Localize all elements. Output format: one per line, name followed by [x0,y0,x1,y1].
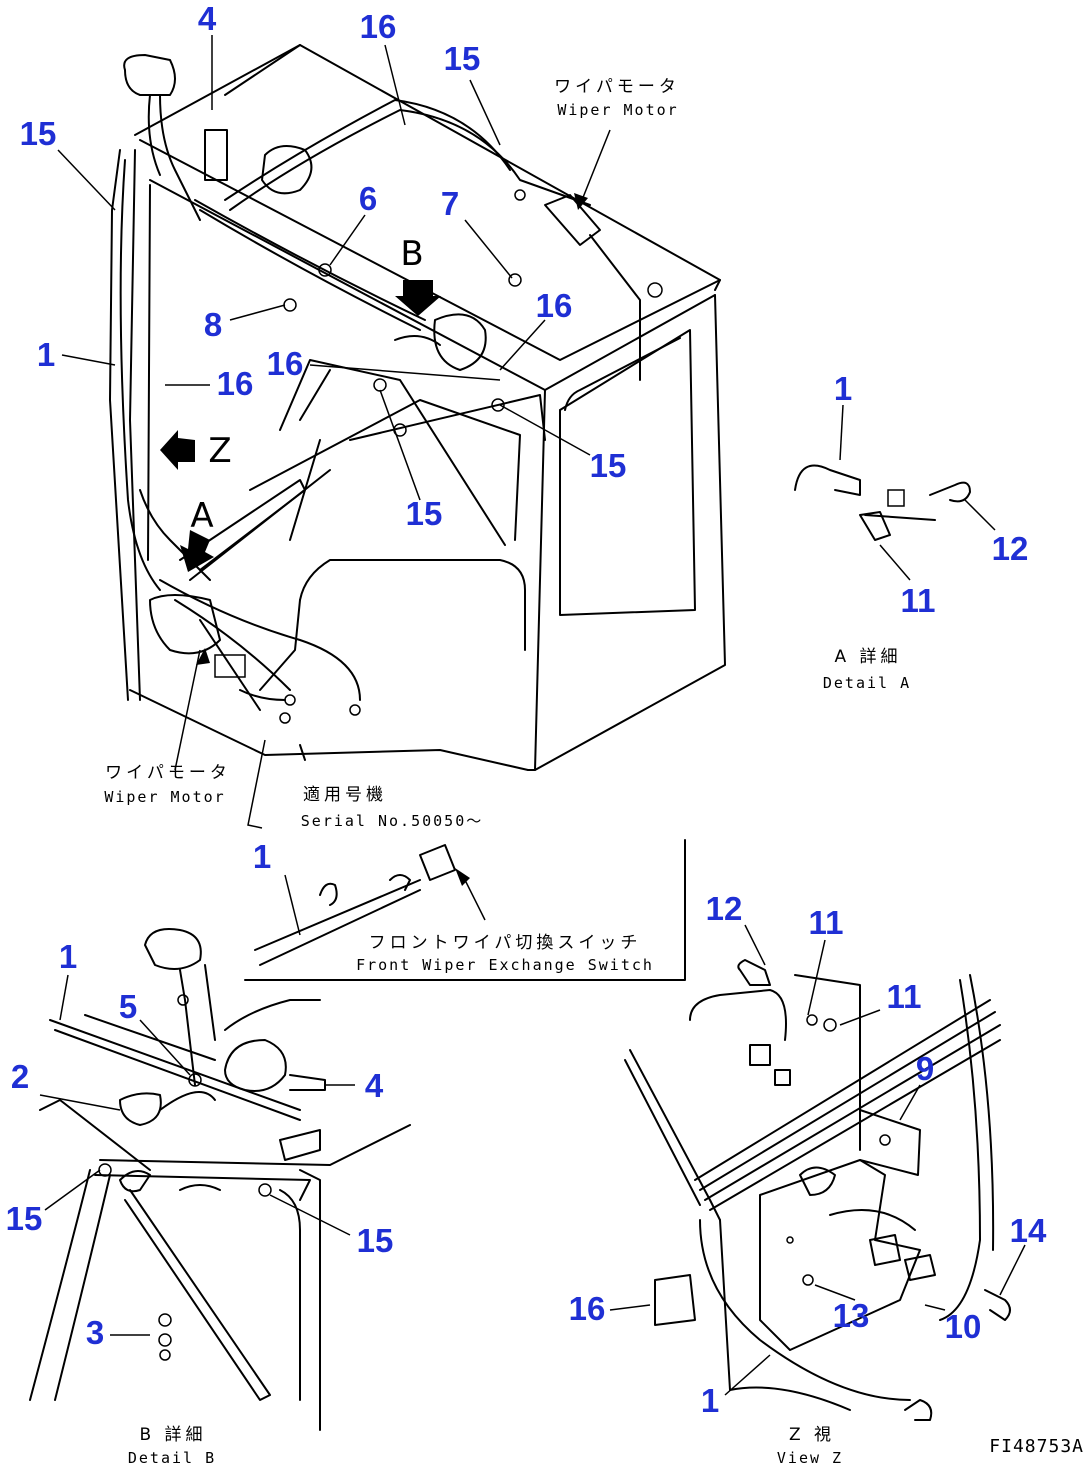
detail-b-en: Detail B [128,1449,216,1467]
callout-view-z-1: 1 [701,1382,719,1419]
serial-en: Serial No.50050～ [301,812,483,830]
callout-m16c: 16 [217,365,254,402]
view-letter-z: Z [208,431,231,471]
detail-a [794,404,996,581]
callout-switch-1: 1 [253,838,271,875]
switch-en: Front Wiper Exchange Switch [356,956,654,974]
wiper-motor-top-jp: ワイパモータ [554,77,680,97]
view-z-arrow [160,430,195,470]
callout-m15a: 15 [444,40,481,77]
callout-detail-b-3: 3 [86,1314,104,1351]
serial-frame [244,839,686,981]
callout-detail-a-12: 12 [992,530,1029,567]
view-letter-a: A [190,496,213,536]
callout-view-z-11b: 11 [887,978,922,1015]
callout-view-z-12: 12 [706,890,743,927]
callout-detail-b-1: 1 [59,938,77,975]
callout-view-z-10: 10 [945,1308,982,1345]
switch-jp: フロントワイパ切換スイッチ [369,933,642,953]
callout-detail-a-1: 1 [834,370,852,407]
wiper-motor-left-en: Wiper Motor [104,788,225,806]
callout-view-z-11a: 11 [809,904,844,941]
switch-harness [254,844,486,966]
wiper-motor-left-jp: ワイパモータ [105,763,231,783]
callout-view-z-9: 9 [916,1050,934,1087]
callout-view-z-13: 13 [833,1297,870,1334]
callout-view-z-14: 14 [1010,1212,1047,1249]
callout-m8: 8 [204,306,222,343]
detail-b [29,928,411,1431]
callout-m1a: 1 [37,336,55,373]
view-z [609,924,1026,1421]
callout-detail-b-15b: 15 [357,1222,394,1259]
callout-detail-b-2: 2 [11,1058,29,1095]
view-letter-b: B [400,234,423,274]
text-labels: ワイパモータ Wiper Motor ワイパモータ Wiper Motor 適用… [104,77,1084,1467]
callout-m16a: 16 [360,8,397,45]
callout-detail-b-5: 5 [119,988,137,1025]
view-z-jp: Z 視 [789,1425,835,1445]
serial-jp: 適用号機 [303,785,387,805]
view-a-arrow [180,530,214,572]
callout-m4: 4 [198,0,217,37]
callout-m15d: 15 [406,495,443,532]
cab-main-view [57,35,726,829]
callout-m7: 7 [441,185,459,222]
callout-detail-a-11: 11 [901,582,936,619]
callout-m16d: 16 [267,345,304,382]
callout-detail-b-15a: 15 [6,1200,43,1237]
detail-a-jp: A 詳細 [834,647,901,667]
callout-view-z-16: 16 [569,1290,606,1327]
wiper-motor-top-en: Wiper Motor [557,101,678,119]
detail-b-jp: B 詳細 [139,1425,206,1445]
callout-m16b: 16 [536,287,573,324]
callout-m6: 6 [359,180,377,217]
callout-detail-b-4: 4 [365,1067,384,1104]
callout-m15c: 15 [590,447,627,484]
view-z-en: View Z [777,1449,843,1467]
callout-m15b: 15 [20,115,57,152]
view-b-arrow [395,280,441,316]
detail-a-en: Detail A [823,674,911,692]
drawing-code: FI48753A [989,1436,1084,1457]
callout-numbers: 4 16 15 15 6 7 8 16 1 16 16 15 15 1 12 1… [6,0,1047,1419]
